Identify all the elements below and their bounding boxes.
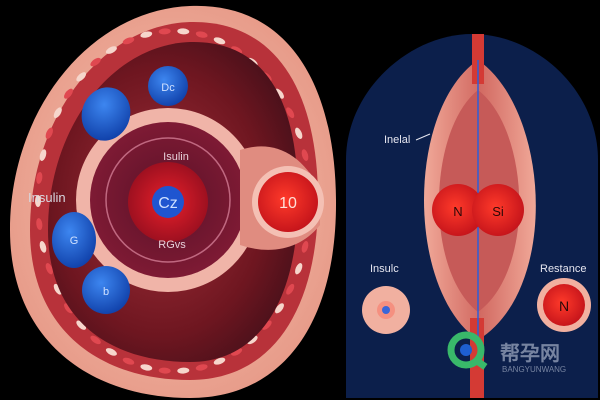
blood-cell-dash xyxy=(295,263,303,275)
blue-blob-left xyxy=(52,212,96,268)
blood-cell-dash xyxy=(45,263,53,275)
blood-cell-dash xyxy=(53,283,62,295)
inner-ring-outline xyxy=(105,137,231,263)
blood-cell-dash xyxy=(158,367,171,374)
blood-cell-dash xyxy=(35,195,41,207)
blood-cell-dash xyxy=(90,335,101,345)
nucleus xyxy=(152,186,184,218)
blood-cell-dash xyxy=(301,149,309,161)
right-lobe-label: Si xyxy=(492,204,504,219)
left-small-nucleus xyxy=(382,306,390,314)
nucleus-label: Cz xyxy=(158,195,178,212)
side-red-cell xyxy=(258,172,318,232)
blob-bottom-label: b xyxy=(103,286,109,298)
logo-icon-tail xyxy=(471,356,488,370)
insulin-label-right: Insulc xyxy=(370,263,399,275)
blood-cell-dash xyxy=(76,72,87,82)
blood-cell-dash xyxy=(213,37,226,45)
blue-blob-top xyxy=(148,66,188,106)
blood-cell-dash xyxy=(275,303,284,314)
left-cross-section: Cz Isulin RGvs Dc G b 10 xyxy=(10,5,337,398)
side-cell-label: 10 xyxy=(279,195,297,212)
left-lobe-label: N xyxy=(453,204,462,219)
top-label-leader xyxy=(415,133,431,141)
blood-cell-dash xyxy=(105,348,117,356)
right-cell-label: N xyxy=(559,298,569,314)
left-lobe xyxy=(432,184,484,236)
blood-cell-dash xyxy=(76,320,87,330)
blood-cell-dash xyxy=(90,57,101,67)
blood-cell-dash xyxy=(39,241,47,253)
inner-bottom-label: RGvs xyxy=(158,239,186,251)
insulin-label: Insulin xyxy=(28,190,66,205)
watermark-latin: BANGYUNWANG xyxy=(502,365,566,374)
blood-cell-dash xyxy=(105,46,117,54)
blood-cell-dash xyxy=(195,364,208,371)
blood-cell-dash xyxy=(286,107,295,119)
top-label: Inelal xyxy=(384,134,410,146)
blood-cell-dash xyxy=(177,367,190,374)
blood-cell-dash xyxy=(140,31,153,38)
right-red-cell xyxy=(543,284,585,326)
blood-cell-dash xyxy=(36,218,43,231)
watermark-logo: 帮孕网 BANGYUNWANG xyxy=(447,331,566,374)
right-panel: N Si N Inelal Insulc Restance xyxy=(346,34,598,398)
blood-cell-dash xyxy=(64,303,73,314)
blood-cell-dash xyxy=(231,46,243,54)
blue-blob-bottom xyxy=(82,266,130,314)
logo-icon-dot xyxy=(460,344,472,356)
blood-cell-dash xyxy=(247,335,258,345)
right-lobe xyxy=(472,184,524,236)
blood-cell-dash xyxy=(301,241,309,253)
blood-cell-dash xyxy=(261,320,272,330)
blood-cell-dash xyxy=(195,31,208,38)
blood-cell-dash xyxy=(39,149,47,161)
blood-cell-dash xyxy=(295,127,303,139)
watermark-chinese: 帮孕网 xyxy=(500,341,560,365)
blood-cell-dash xyxy=(286,283,295,295)
blood-cell-dash xyxy=(45,127,53,139)
blood-cell-dash xyxy=(213,357,226,365)
blue-blob-upper-left xyxy=(81,87,131,141)
logo-icon xyxy=(447,331,485,369)
inner-top-label: Isulin xyxy=(163,151,189,163)
blood-cell-dash xyxy=(122,357,135,365)
blood-cell-dash xyxy=(275,88,284,99)
blob-top-label: Dc xyxy=(161,82,175,94)
resistance-label: Restance xyxy=(540,263,586,275)
blood-cell-dash xyxy=(122,37,135,45)
vessel-stem-top xyxy=(472,34,484,84)
blood-cell-dash xyxy=(158,28,171,35)
blood-cell-dash xyxy=(36,171,43,184)
blood-cell-dash xyxy=(177,28,190,35)
blood-cell-dash xyxy=(140,364,153,371)
blood-cell-dash xyxy=(231,348,243,356)
blood-cell-dash xyxy=(53,107,62,119)
blood-cell-dash xyxy=(64,88,73,99)
blob-left-label: G xyxy=(70,235,79,247)
